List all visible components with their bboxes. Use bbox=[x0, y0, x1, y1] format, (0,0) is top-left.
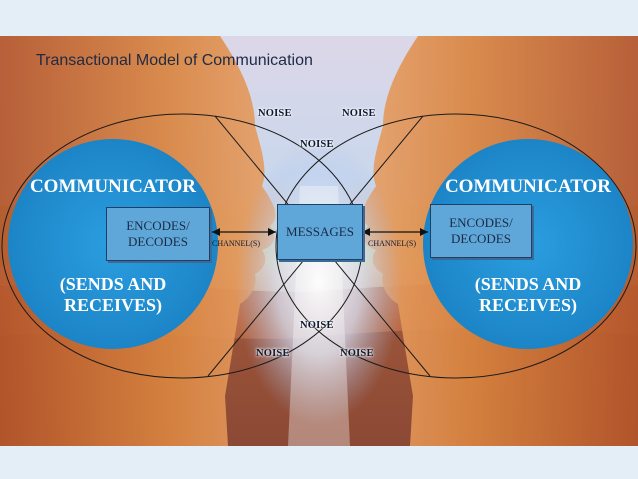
messages-label: MESSAGES bbox=[286, 224, 354, 239]
left-box-line2: DECODES bbox=[128, 234, 188, 249]
noise-bottom-center: NOISE bbox=[300, 320, 334, 331]
noise-top-right: NOISE bbox=[342, 108, 376, 119]
noise-bottom-right: NOISE bbox=[340, 348, 374, 359]
right-box-line1: ENCODES/ bbox=[449, 215, 513, 230]
right-sends-receives-label: (SENDS AND RECEIVES) bbox=[428, 274, 628, 316]
left-communicator-label: COMMUNICATOR bbox=[29, 176, 197, 197]
channel-left-label: CHANNEL(S) bbox=[212, 239, 260, 248]
right-box-line2: DECODES bbox=[451, 231, 511, 246]
left-sends-receives-label: (SENDS AND RECEIVES) bbox=[13, 274, 213, 316]
diagram-frame: Transactional Model of Communication COM… bbox=[0, 36, 638, 446]
noise-top-center: NOISE bbox=[300, 139, 334, 150]
channel-right-label: CHANNEL(S) bbox=[368, 239, 416, 248]
left-encodes-decodes-box: ENCODES/ DECODES bbox=[106, 207, 210, 261]
messages-box: MESSAGES bbox=[277, 204, 363, 260]
left-box-line1: ENCODES/ bbox=[126, 218, 190, 233]
right-sends-line1: (SENDS AND bbox=[474, 274, 582, 294]
right-communicator-label: COMMUNICATOR bbox=[444, 176, 612, 197]
noise-bottom-left: NOISE bbox=[256, 348, 290, 359]
right-sends-line2: RECEIVES) bbox=[478, 295, 578, 315]
noise-top-left: NOISE bbox=[258, 108, 292, 119]
diagram-title: Transactional Model of Communication bbox=[36, 52, 313, 69]
left-sends-line2: RECEIVES) bbox=[63, 295, 163, 315]
right-encodes-decodes-box: ENCODES/ DECODES bbox=[430, 204, 532, 258]
left-sends-line1: (SENDS AND bbox=[59, 274, 167, 294]
